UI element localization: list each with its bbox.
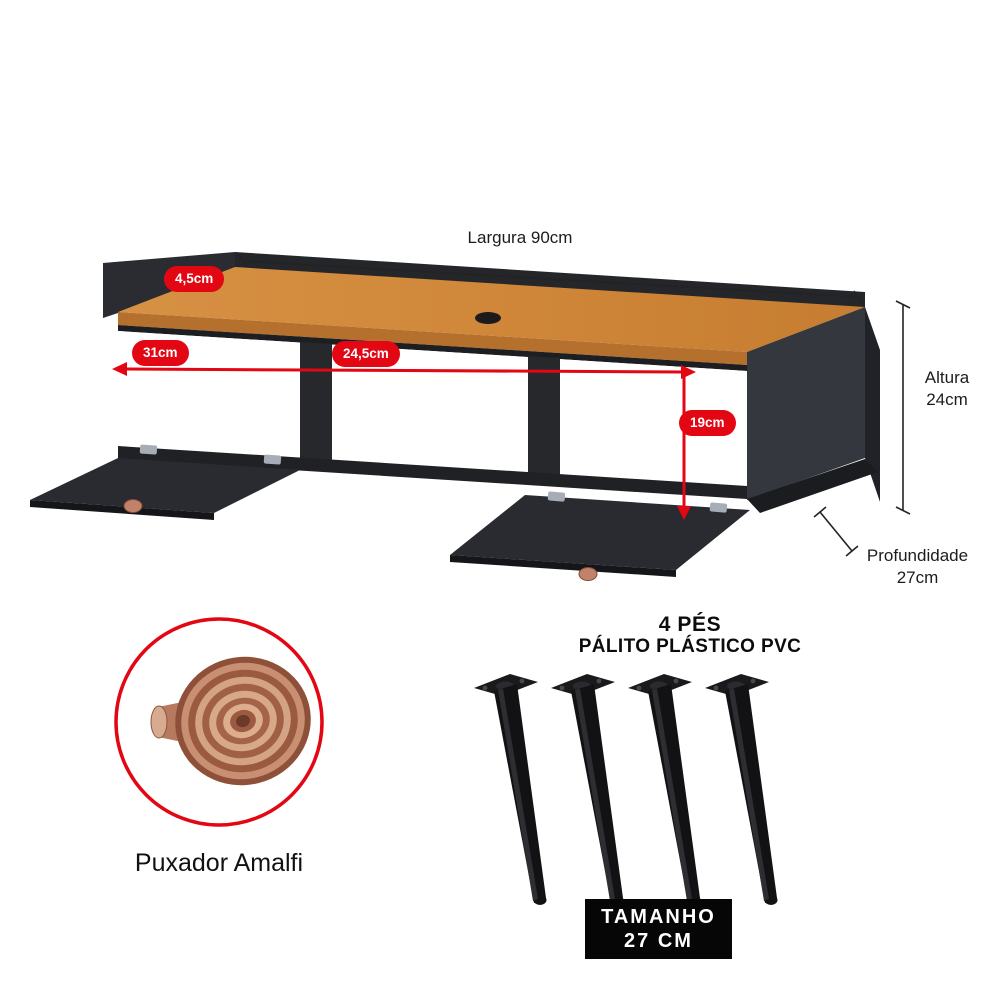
red-dimension-lines	[112, 362, 696, 520]
feet-size-badge-line2: 27 CM	[624, 930, 693, 952]
door-handle-copper	[578, 567, 598, 581]
left-flap-door	[30, 444, 300, 520]
handle-detail	[114, 617, 324, 827]
pvc-foot	[628, 674, 701, 905]
right-side-panel	[747, 307, 865, 500]
feet-size-badge-line1: TAMANHO	[601, 906, 716, 928]
depth-label-line1: Profundidade	[866, 546, 969, 565]
pvc-foot	[551, 674, 624, 905]
height-label-line2: 24cm	[926, 390, 968, 409]
divider-right	[528, 356, 560, 475]
door-handle-copper	[123, 499, 143, 513]
back-rail	[235, 252, 865, 308]
right-side-outer-edge	[865, 307, 880, 502]
height-label-line1: Altura	[924, 368, 970, 387]
knob-spiral-disc	[175, 656, 311, 786]
handle-caption: Puxador Amalfi	[134, 849, 304, 877]
depth-dimension-label: Profundidade 27cm	[850, 545, 985, 589]
cable-grommet	[475, 312, 501, 324]
wood-top-front-edge	[118, 312, 747, 365]
pvc-feet	[474, 674, 778, 905]
wood-top	[118, 267, 865, 352]
pvc-foot	[474, 674, 547, 905]
opening-height-badge: 19cm	[679, 410, 736, 436]
feet-title: 4 PÉS PÁLITO PLÁSTICO PVC	[552, 613, 828, 658]
back-rail-height-badge: 4,5cm	[164, 266, 225, 292]
depth-label-line2: 27cm	[896, 568, 939, 587]
left-compartment-width-badge: 31cm	[132, 340, 189, 366]
height-dimension-label: Altura 24cm	[903, 367, 991, 411]
black-dimension-lines	[238, 254, 911, 557]
right-bottom-lip	[747, 459, 878, 513]
right-flap-door	[450, 491, 750, 581]
divider-left	[300, 342, 332, 460]
interior-top-strip	[118, 325, 747, 371]
middle-compartment-width-badge: 24,5cm	[332, 341, 400, 367]
feet-size-badge: TAMANHO 27 CM	[585, 899, 732, 959]
width-dimension-label: Largura 90cm	[467, 228, 573, 247]
pvc-foot	[705, 674, 778, 905]
feet-title-line1: 4 PÉS	[658, 613, 722, 636]
feet-title-line2: PÁLITO PLÁSTICO PVC	[578, 636, 802, 657]
